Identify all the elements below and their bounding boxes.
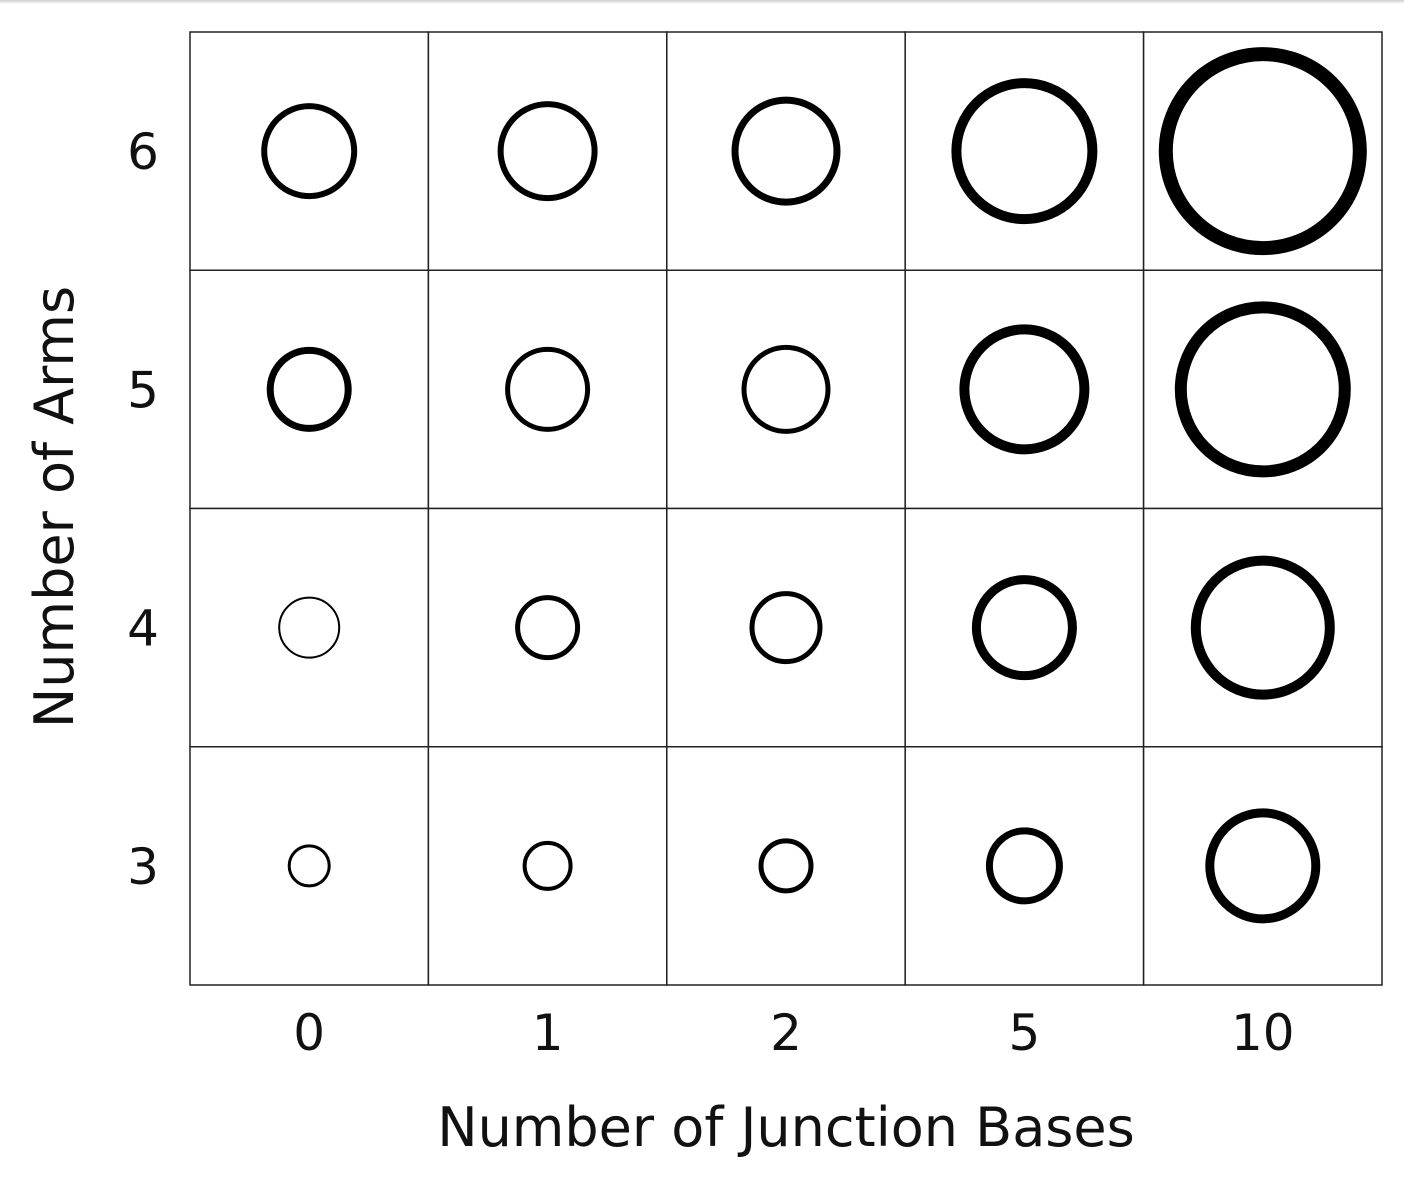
circle-layer — [261, 47, 1367, 924]
circle-mark-x1-y4 — [515, 595, 581, 661]
x-tick-label: 0 — [293, 1004, 325, 1062]
grid-cell — [904, 269, 1145, 510]
grid-cell — [427, 269, 668, 510]
y-tick-label: 5 — [127, 361, 159, 419]
y-tick-label: 4 — [127, 600, 159, 658]
circle-mark-x10-y3 — [1205, 808, 1321, 924]
x-axis-label: Number of Junction Bases — [437, 1096, 1135, 1159]
circle-mark-x2-y3 — [758, 838, 814, 894]
circle-mark-x2-y6 — [731, 96, 841, 206]
top-edge-shadow — [0, 0, 1404, 4]
circle-mark-x1-y3 — [522, 840, 573, 891]
grid-cell — [189, 507, 430, 748]
circle-mark-x0-y5 — [266, 346, 352, 432]
x-tick-label: 1 — [532, 1004, 564, 1062]
grid-cell — [666, 507, 906, 748]
grid-cell — [189, 746, 430, 986]
grid-cell — [666, 746, 906, 986]
circle-mark-x0-y4 — [278, 596, 341, 659]
circle-mark-x5-y3 — [985, 827, 1063, 905]
grid-cell — [904, 31, 1145, 271]
circle-mark-x1-y5 — [505, 346, 591, 432]
y-tick-label: 6 — [127, 123, 159, 181]
grid-cell — [666, 269, 906, 510]
grid-cell — [427, 507, 668, 748]
grid-cell — [427, 746, 668, 986]
x-tick-label: 5 — [1008, 1004, 1040, 1062]
circle-mark-x2-y4 — [749, 591, 823, 665]
x-tick-label: 10 — [1231, 1004, 1295, 1062]
grid-layer — [189, 31, 1383, 986]
circle-mark-x10-y6 — [1158, 47, 1367, 256]
circle-mark-x10-y5 — [1174, 301, 1351, 478]
circle-mark-x5-y6 — [951, 78, 1098, 225]
grid-cell — [427, 31, 668, 271]
circle-mark-x10-y4 — [1190, 555, 1335, 700]
circle-mark-x2-y5 — [741, 344, 831, 434]
tick-layer: 0 1 2 5 10 3 4 5 6 — [127, 123, 1295, 1062]
y-axis-label: Number of Arms — [23, 286, 86, 728]
grid-cell — [666, 31, 906, 271]
grid-cell — [904, 746, 1145, 986]
circle-mark-x5-y5 — [959, 324, 1090, 455]
circle-mark-x0-y3 — [287, 844, 331, 888]
circle-mark-x0-y6 — [261, 103, 358, 200]
grid-cell — [189, 31, 430, 271]
circle-mark-x5-y4 — [971, 575, 1077, 681]
grid-cell — [904, 507, 1145, 748]
circle-mark-x1-y6 — [497, 101, 598, 202]
grid-cell — [1142, 746, 1383, 986]
grid-cell — [1142, 31, 1383, 271]
y-tick-label: 3 — [127, 838, 159, 896]
grid-cell — [1142, 507, 1383, 748]
grid-cell — [189, 269, 430, 510]
x-tick-label: 2 — [770, 1004, 802, 1062]
